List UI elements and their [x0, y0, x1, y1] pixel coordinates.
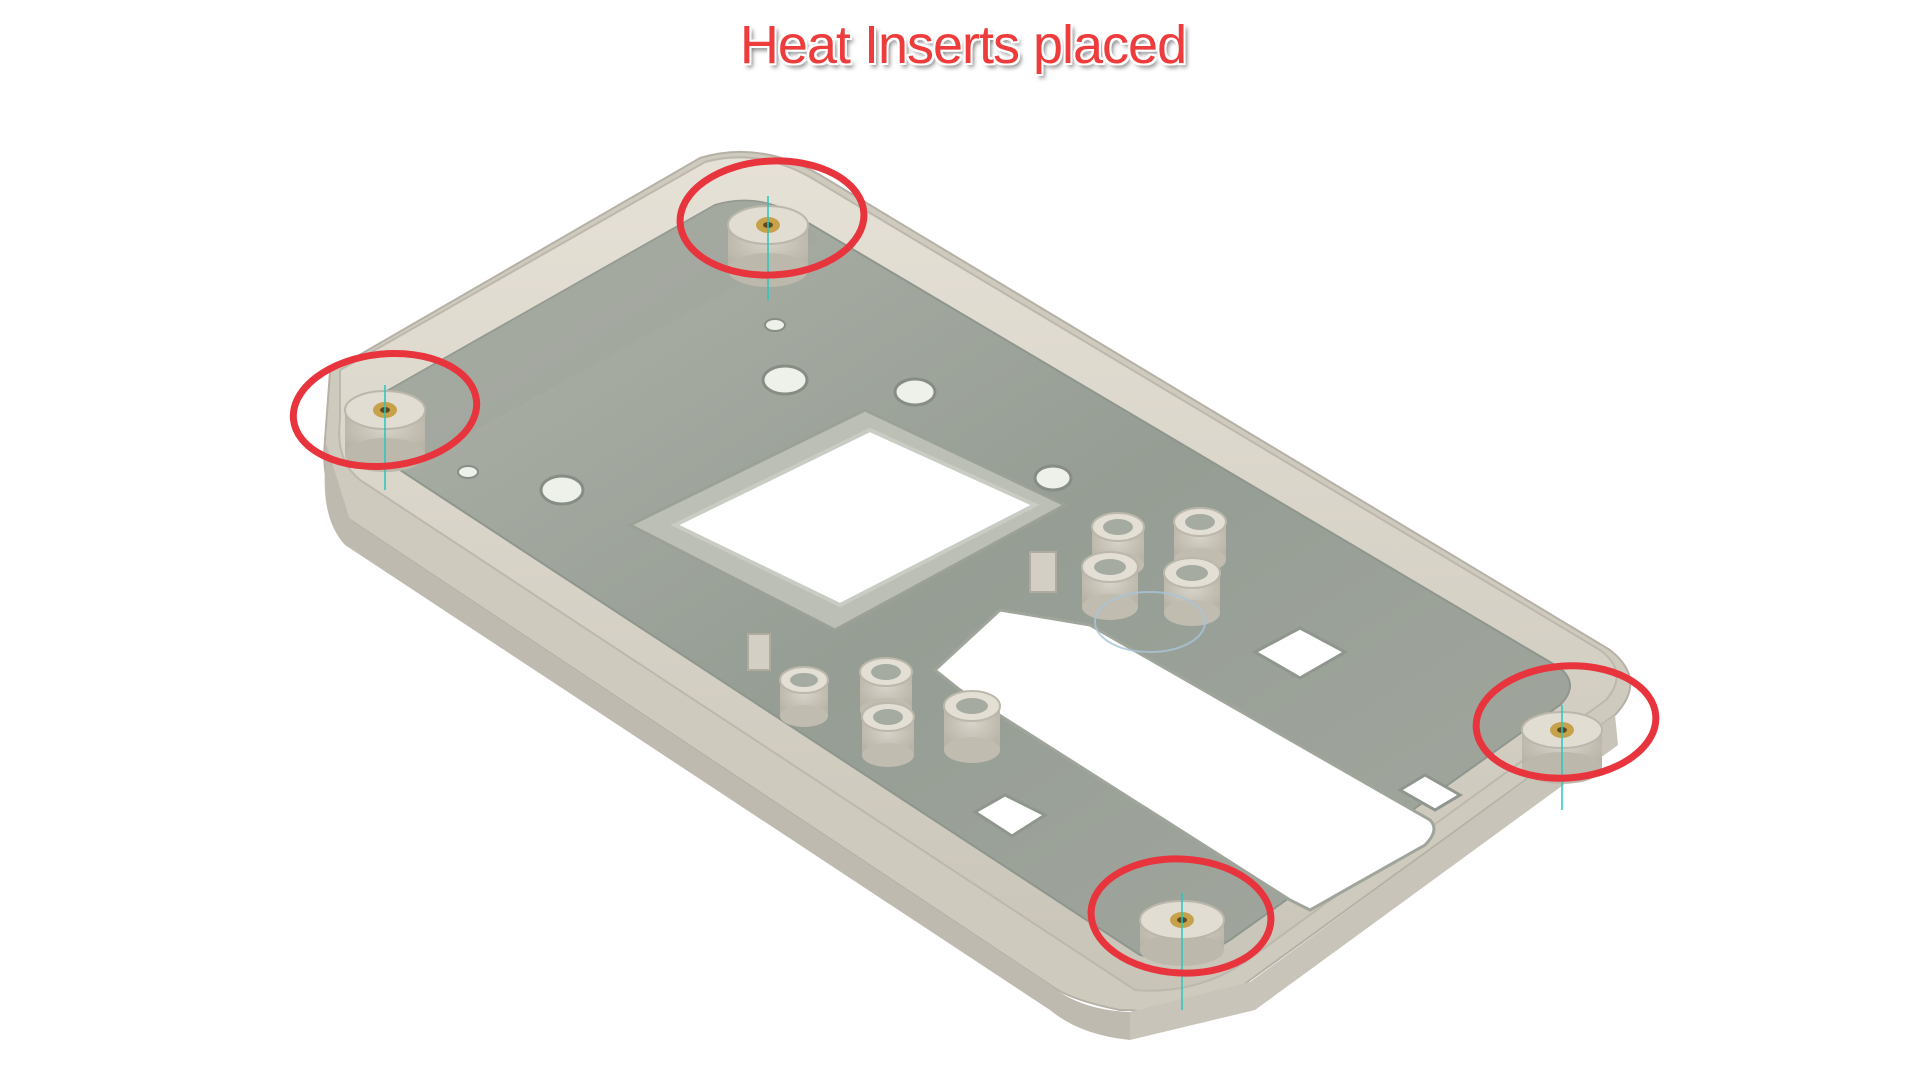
image-title: Heat Inserts placed: [739, 15, 1187, 75]
highlight-rings: [289, 157, 1660, 977]
corner-boss-bottom: [1139, 893, 1225, 1010]
standoff-group-upper: [1029, 507, 1227, 653]
display-window: [626, 408, 1069, 632]
case-body: [323, 150, 1632, 1040]
corner-boss-top: [727, 196, 809, 300]
slot-window: [932, 608, 1436, 912]
standoff-group-lower: [747, 633, 1001, 767]
highlight-ring-top: [676, 157, 868, 279]
highlight-ring-right: [1472, 662, 1660, 782]
floor-holes: [457, 318, 1073, 506]
highlight-ring-bottom: [1087, 855, 1275, 977]
highlight-ring-left: [289, 349, 481, 471]
square-cutouts: [972, 626, 1463, 838]
